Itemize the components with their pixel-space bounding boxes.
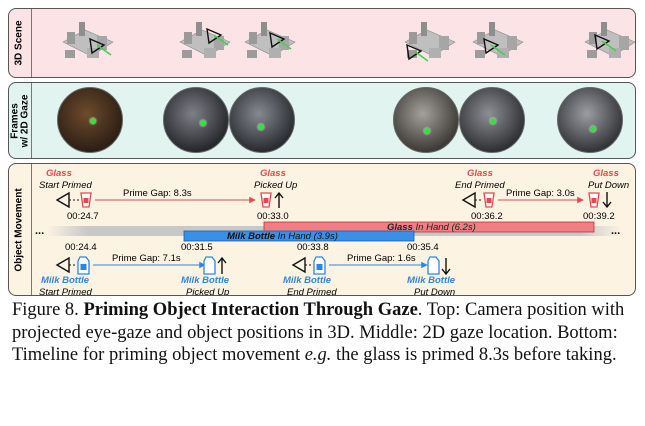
scene-row-panel: 3D Scene — [8, 8, 636, 78]
timeline-left-dots: ... — [35, 225, 44, 237]
bottle-put-name: Milk Bottle — [407, 275, 456, 286]
frames-row-label: Frames w/ 2D Gaze — [9, 83, 32, 158]
gaze-point-marker — [258, 124, 264, 130]
bottle-start-primed-label: Start Primed — [39, 287, 93, 295]
glass-picked-up-label: Picked Up — [254, 180, 297, 191]
scene-thumbnail — [584, 22, 636, 58]
figure-title: Priming Object Interaction Through Gaze — [83, 300, 418, 320]
glass-end-primed-label: End Primed — [455, 180, 505, 191]
glass-end-object-icon — [483, 192, 495, 208]
bottle-end-primed-label: End Primed — [287, 287, 337, 295]
scene-thumbnail — [62, 22, 114, 58]
egocentric-frame — [557, 87, 623, 153]
camera-frustum-icon — [206, 27, 223, 45]
bottle-start-time: 00:24.4 — [65, 242, 97, 253]
bottle-put-object-icon — [427, 256, 440, 275]
camera-frustum-icon — [406, 43, 423, 61]
bottle-end-gaze-icon — [291, 256, 306, 274]
bottle-pick-name: Milk Bottle — [181, 275, 230, 286]
bottle-start-name: Milk Bottle — [41, 275, 90, 286]
egocentric-frame — [57, 87, 123, 153]
caption-eg: e.g. — [304, 345, 332, 365]
glass-pick-object-icon — [260, 192, 272, 208]
glass-in-hand-bar — [263, 221, 595, 233]
bottle-end-object-icon — [313, 256, 326, 275]
gaze-point-marker — [590, 126, 596, 132]
bottle-in-hand-label: Milk Bottle In Hand (3.9s) — [227, 231, 338, 242]
glass-end-name: Glass — [467, 168, 493, 179]
camera-frustum-icon — [89, 37, 106, 55]
glass-end-gaze-icon — [461, 191, 476, 209]
bottle-pick-time: 00:31.5 — [181, 242, 213, 253]
bottle-put-down-arrow-icon — [441, 258, 451, 276]
caption-text-1: . Top: Camera position with projected ey… — [12, 300, 625, 365]
bottle-prime-gap-2-label: Prime Gap: 1.6s — [347, 253, 416, 264]
glass-in-hand-label: Glass In Hand (6.2s) — [387, 222, 476, 233]
egocentric-frame — [163, 87, 229, 153]
glass-put-object-icon — [588, 192, 600, 208]
gaze-ray — [601, 40, 617, 52]
egocentric-frame — [459, 87, 525, 153]
glass-start-primed-label: Start Primed — [39, 180, 93, 191]
gaze-point-marker — [424, 128, 430, 134]
bottle-pick-up-arrow-icon — [217, 256, 227, 274]
scene-thumbnail — [404, 22, 456, 62]
figure-caption: Figure 8. Priming Object Interaction Thr… — [12, 299, 638, 367]
scene-thumbnail — [244, 22, 296, 58]
camera-frustum-icon — [594, 33, 611, 51]
gaze-ray — [413, 50, 429, 62]
bottle-pick-object-icon — [203, 256, 216, 275]
glass-pick-up-arrow-icon — [274, 191, 284, 208]
glass-put-name: Glass — [593, 168, 619, 179]
timeline-row-panel: Object Movement ... ... Glass In Hand (6… — [8, 163, 636, 296]
timeline-row-label: Object Movement — [9, 164, 32, 295]
scene-row-label: 3D Scene — [9, 9, 32, 77]
scene-thumbnail — [472, 22, 524, 58]
bottle-picked-up-label: Picked Up — [186, 287, 229, 295]
glass-start-name: Glass — [46, 168, 72, 179]
bottle-put-time: 00:35.4 — [407, 242, 439, 253]
glass-put-time: 00:39.2 — [583, 211, 615, 222]
bottle-in-hand-bar — [183, 230, 415, 242]
bottle-start-gaze-icon — [55, 256, 70, 274]
gaze-ray — [276, 38, 292, 50]
bottle-end-name: Milk Bottle — [283, 275, 332, 286]
caption-text-2: the glass is primed 8.3s before taking. — [331, 345, 617, 365]
gaze-point-marker — [90, 118, 96, 124]
gaze-ray — [96, 44, 112, 56]
glass-put-down-arrow-icon — [602, 192, 612, 209]
glass-pick-name: Glass — [260, 168, 286, 179]
camera-frustum-icon — [483, 37, 500, 55]
bottle-put-down-label: Put Down — [414, 287, 455, 295]
scene-row-label-text: 3D Scene — [14, 20, 25, 66]
scene-thumbnail — [179, 22, 231, 58]
figure-label: Figure 8. — [12, 300, 79, 320]
egocentric-frame — [393, 87, 459, 153]
timeline-chart: ... ... Glass In Hand (6.2s) Milk Bottle… — [35, 168, 629, 295]
gaze-ray — [490, 44, 506, 56]
egocentric-frame — [229, 87, 295, 153]
glass-end-time: 00:36.2 — [471, 211, 503, 222]
glass-start-time: 00:24.7 — [67, 211, 99, 222]
glass-prime-gap-2-label: Prime Gap: 3.0s — [506, 188, 575, 199]
glass-put-down-label: Put Down — [588, 180, 629, 191]
glass-start-gaze-icon — [55, 191, 70, 209]
frames-row-panel: Frames w/ 2D Gaze — [8, 82, 636, 159]
bottle-end-time: 00:33.8 — [297, 242, 329, 253]
gaze-point-marker — [200, 120, 206, 126]
frames-row-label-text: Frames w/ 2D Gaze — [9, 94, 30, 147]
gaze-ray — [213, 34, 229, 46]
glass-prime-gap-1-label: Prime Gap: 8.3s — [123, 188, 192, 199]
bottle-prime-gap-1-label: Prime Gap: 7.1s — [112, 253, 181, 264]
camera-frustum-icon — [269, 31, 286, 49]
gaze-point-marker — [490, 118, 496, 124]
glass-start-object-icon — [80, 192, 92, 208]
bottle-start-object-icon — [77, 256, 90, 275]
glass-pick-time: 00:33.0 — [257, 211, 289, 222]
timeline-right-dots: ... — [611, 225, 620, 237]
